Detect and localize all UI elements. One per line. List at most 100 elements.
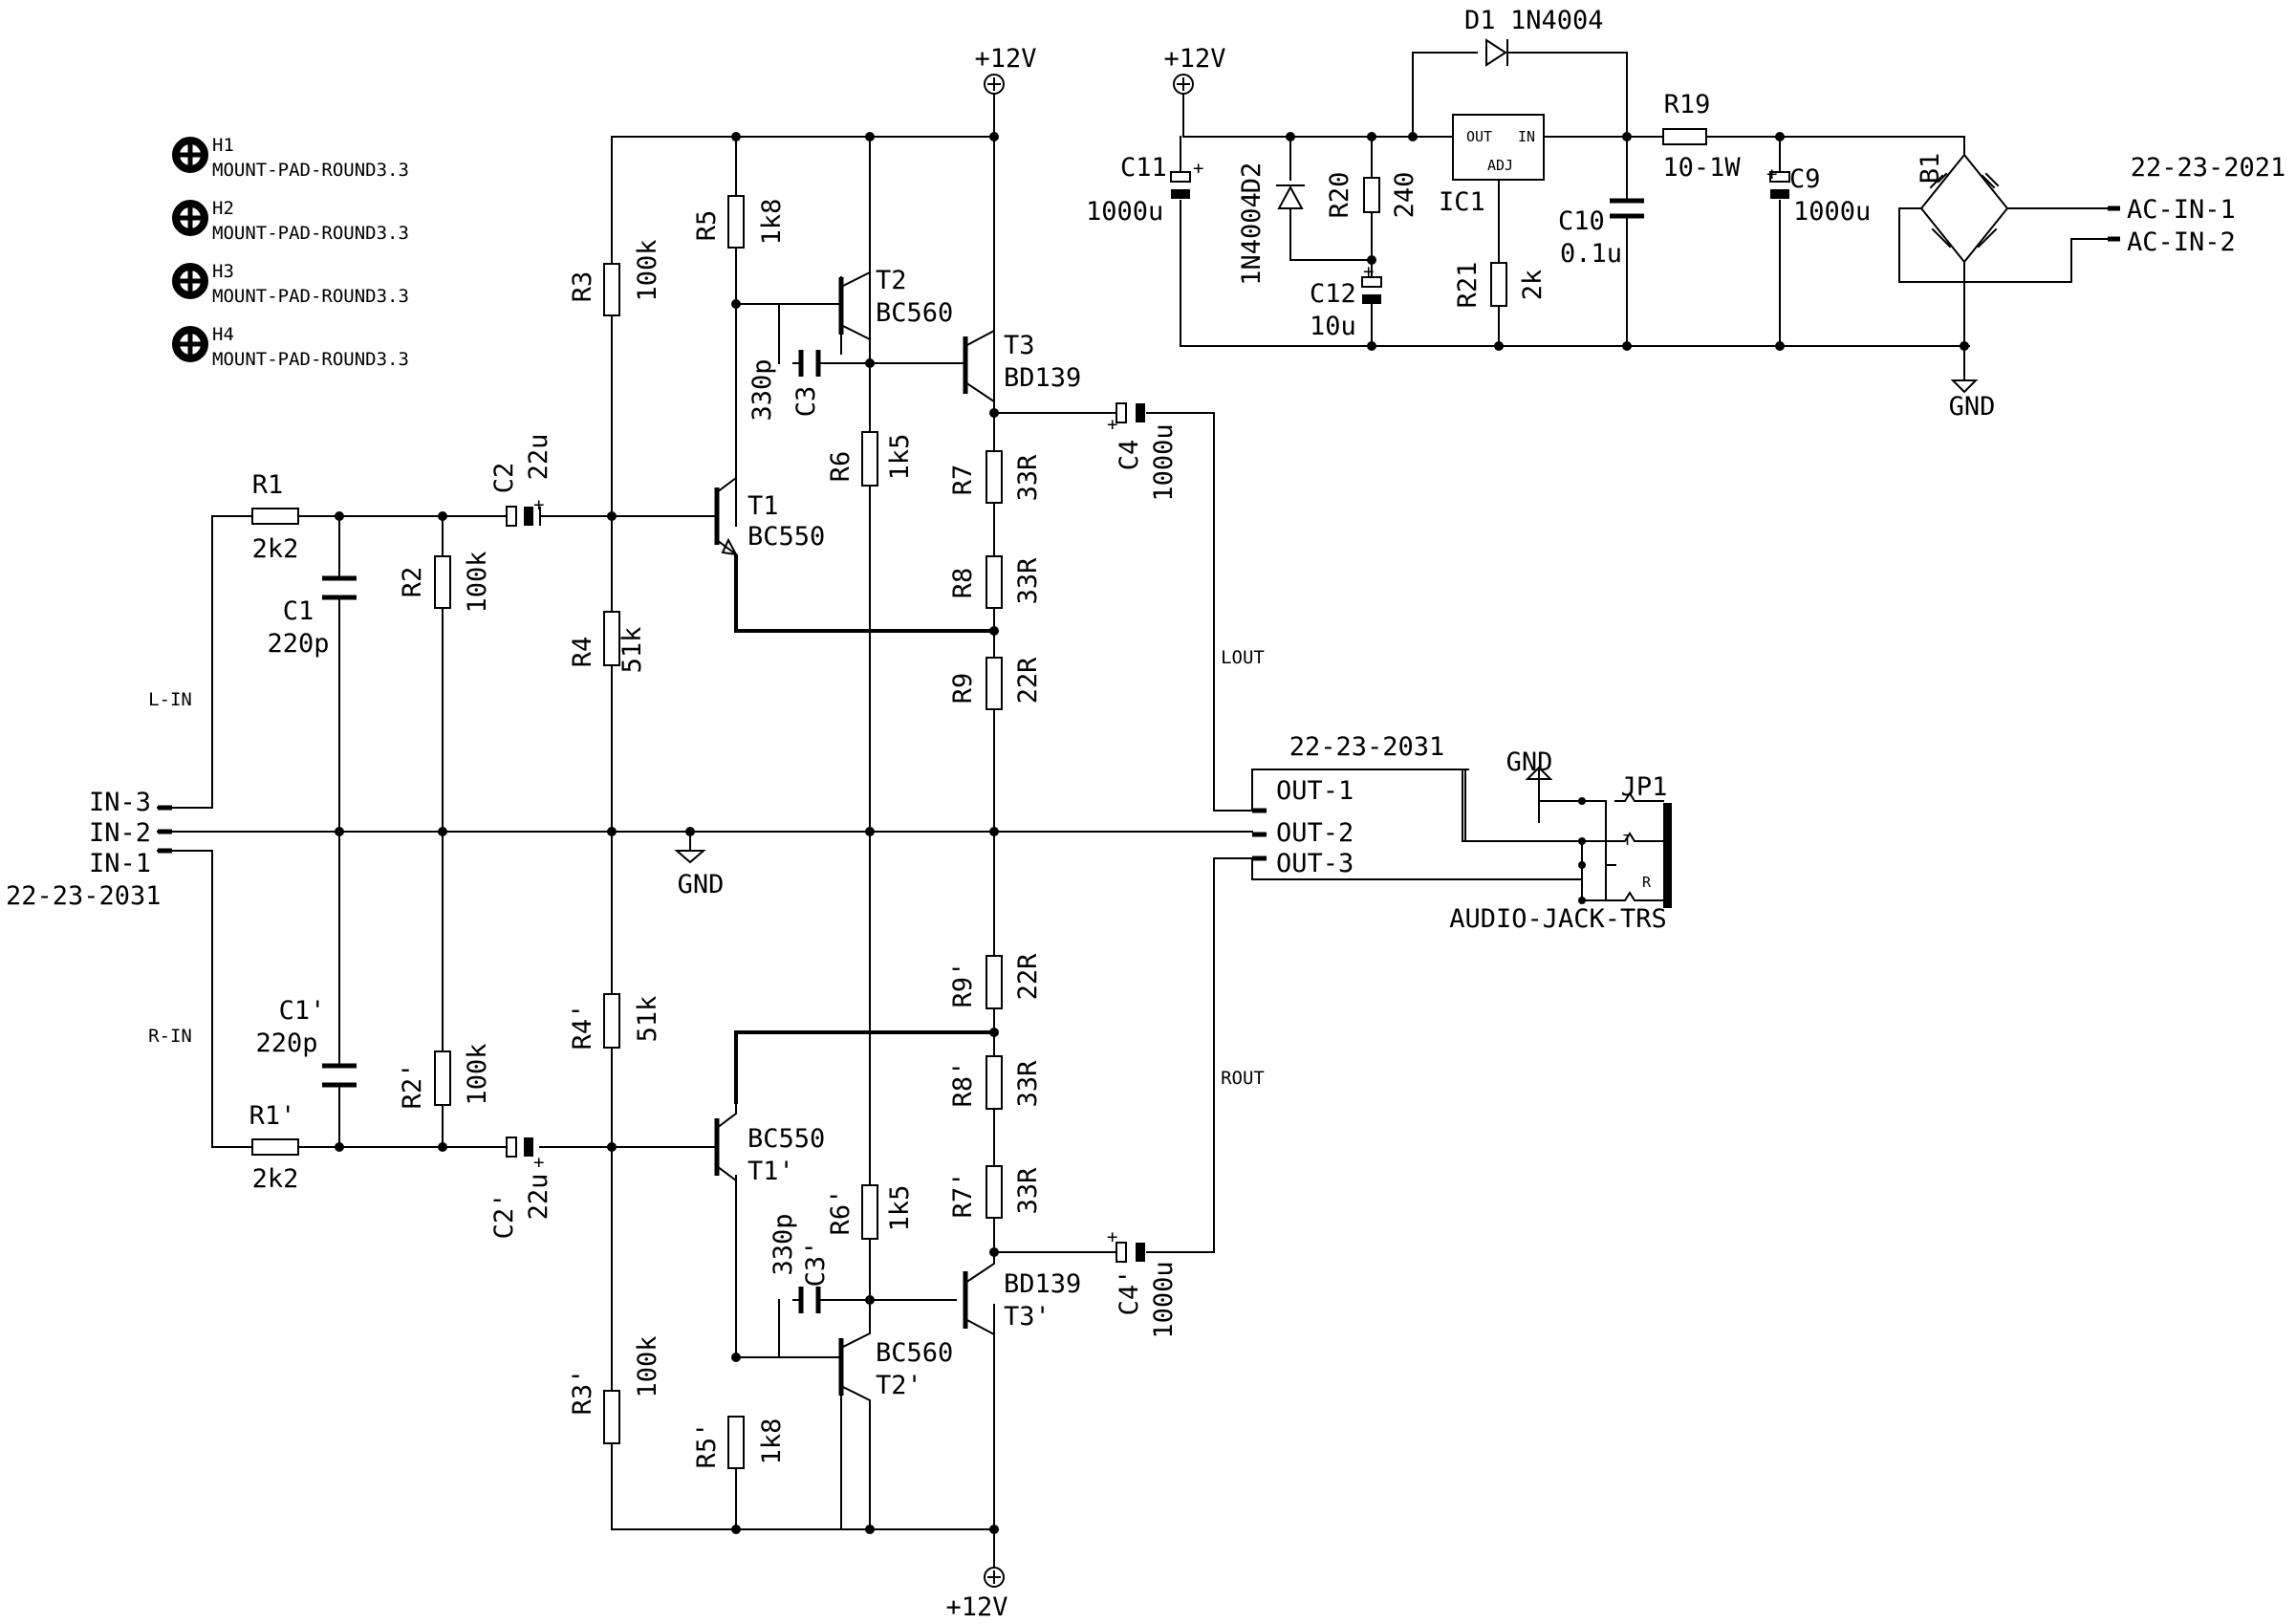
right-r5: R5' 1k8 [692, 1416, 787, 1469]
left-r7-ref: R7 [948, 465, 978, 496]
right-r1-ref: R1' [249, 1101, 296, 1131]
supply-bottom-label: +12V [945, 1592, 1007, 1622]
left-c2-value: 22u [524, 434, 553, 481]
right-c1: C1' 220p [255, 996, 357, 1088]
mount-pad-h4: H4 MOUNT-PAD-ROUND3.3 [172, 324, 409, 370]
right-r4: R4' 51k [568, 993, 662, 1050]
supply-psu-symbol: +12V [1163, 44, 1226, 95]
supply-psu-label: +12V [1163, 44, 1225, 74]
right-r8: R8' 33R [948, 1055, 1043, 1110]
left-t3: T3 BD139 [963, 136, 1081, 414]
left-c2: + C2 22u [489, 434, 553, 527]
psu-d2: 1N4004 D2 [1237, 162, 1305, 286]
right-r2-ref: R2' [398, 1063, 427, 1110]
psu-ic1-ref: IC1 [1439, 187, 1485, 217]
right-t3: BD139 T3' [963, 1251, 1081, 1336]
right-t3-ref: T3' [1004, 1302, 1051, 1332]
right-r9: R9' 22R [948, 953, 1043, 1009]
right-r6-value: 1k5 [885, 1185, 915, 1232]
jack-pin-t: T [1623, 832, 1632, 849]
left-r5-value: 1k8 [757, 199, 787, 246]
output-connector: OUT-1 OUT-2 OUT-3 22-23-2031 LOUT ROUT [1221, 647, 1444, 1089]
right-r4-ref: R4' [568, 1004, 597, 1050]
left-r8-value: 33R [1013, 557, 1043, 605]
left-t3-ref: T3 [1004, 331, 1035, 360]
left-r7-value: 33R [1013, 454, 1043, 502]
psu-r21: R21 2k [1453, 262, 1548, 309]
left-r1: R1 2k2 [251, 470, 299, 564]
right-t2-ref: T2' [876, 1371, 922, 1400]
left-t3-value: BD139 [1004, 363, 1081, 393]
psu-r20-value: 240 [1390, 172, 1419, 219]
h2-value: MOUNT-PAD-ROUND3.3 [212, 223, 409, 244]
left-t2: T2 BC560 [838, 136, 953, 341]
input-pin-1: IN-1 [89, 849, 151, 878]
left-c4-ref: C4 [1115, 440, 1144, 471]
psu-c12-value: 10u [1310, 312, 1356, 341]
psu-c11-ref: C11 [1120, 153, 1167, 183]
psu-d1-ref: D1 [1464, 6, 1496, 35]
psu-r19-value: 10-1W [1662, 153, 1741, 183]
h1-value: MOUNT-PAD-ROUND3.3 [212, 160, 409, 181]
left-r4-value: 51k [617, 627, 647, 674]
svg-text:+: + [533, 1152, 544, 1173]
h1-ref: H1 [212, 135, 234, 156]
left-r6-value: 1k5 [885, 434, 915, 481]
psu-r20-ref: R20 [1325, 172, 1354, 219]
left-r3-ref: R3 [568, 271, 597, 303]
psu-ic1-pin-out: OUT [1466, 128, 1492, 145]
svg-text:+: + [1107, 1226, 1117, 1247]
left-r3-value: 100k [633, 239, 662, 301]
left-t1-ref: T1 [747, 491, 779, 521]
psu-r19: R19 10-1W [1662, 90, 1741, 183]
left-t1: T1 BC550 [714, 487, 825, 556]
input-connector: IN-3 IN-2 IN-1 22-23-2031 L-IN R-IN [6, 689, 192, 1047]
right-c4-ref: C4' [1115, 1269, 1144, 1316]
left-r2-ref: R2 [398, 567, 427, 598]
gnd-main-label: GND [678, 870, 725, 899]
gnd-main-symbol: GND [674, 831, 725, 899]
left-r5: R5 1k8 [692, 195, 787, 249]
right-c3-value: 330p [769, 1213, 798, 1275]
left-c4: + C4 1000u [1107, 402, 1179, 502]
right-r1: R1' 2k2 [249, 1101, 299, 1194]
psu-c10-value: 0.1u [1560, 239, 1622, 269]
gnd-jack-label: GND [1506, 747, 1553, 777]
svg-text:+: + [1766, 163, 1777, 184]
psu-ic1-pin-in: IN [1518, 128, 1535, 145]
jack-pin-r: R [1642, 874, 1652, 891]
jack-value: AUDIO-JACK-TRS [1449, 904, 1667, 934]
left-t2-ref: T2 [876, 266, 907, 295]
left-c1-ref: C1 [283, 596, 314, 626]
psu-c11: + C11 1000u [1086, 153, 1203, 227]
left-c1-value: 220p [267, 629, 329, 659]
h3-ref: H3 [212, 261, 234, 282]
psu-d2-value: 1N4004 [1237, 192, 1267, 286]
h3-value: MOUNT-PAD-ROUND3.3 [212, 286, 409, 307]
input-pin-2: IN-2 [89, 818, 151, 848]
svg-text:+: + [1193, 158, 1203, 179]
right-r7-value: 33R [1013, 1167, 1043, 1215]
output-pin-1: OUT-1 [1276, 776, 1354, 806]
net-l-in: L-IN [148, 689, 192, 710]
right-r3-value: 100k [633, 1335, 662, 1397]
right-r7: R7' 33R [948, 1165, 1043, 1219]
supply-bottom-symbol: +12V [945, 1567, 1008, 1622]
psu-d1: D1 1N4004 [1464, 6, 1604, 67]
jack-ref: JP1 [1621, 772, 1668, 802]
left-c3-value: 330p [747, 358, 777, 421]
left-r1-ref: R1 [252, 470, 284, 500]
psu-d2-ref: D2 [1237, 162, 1267, 194]
psu-c12-ref: C12 [1310, 279, 1356, 309]
output-pin-3: OUT-3 [1276, 849, 1354, 878]
right-r4-value: 51k [633, 996, 662, 1043]
left-r4-ref: R4 [568, 637, 597, 668]
right-t2: BC560 T2' [838, 1299, 953, 1530]
mount-pad-h2: H2 MOUNT-PAD-ROUND3.3 [172, 198, 409, 244]
right-r7-ref: R7' [948, 1172, 978, 1219]
input-pin-3: IN-3 [89, 788, 151, 817]
right-c1-ref: C1' [279, 996, 326, 1026]
ac-connector: AC-IN-1 AC-IN-2 22-23-2021 [2108, 153, 2285, 257]
left-r9: R9 22R [948, 657, 1043, 710]
